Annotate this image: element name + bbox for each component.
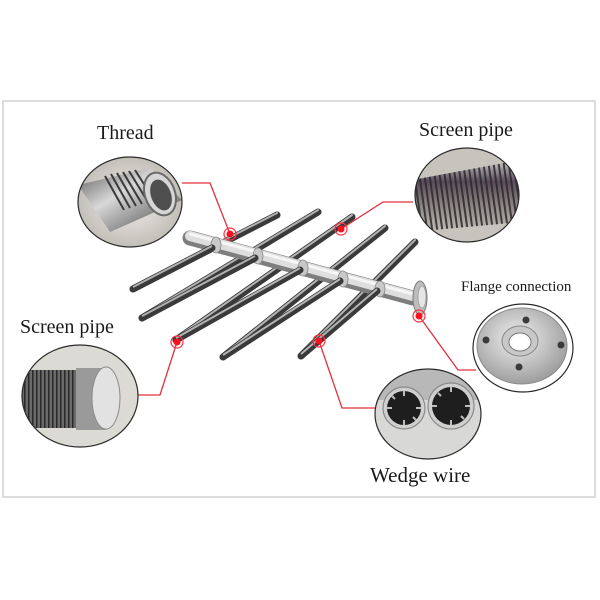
- label-wedge-wire: Wedge wire: [370, 463, 471, 487]
- marker-thread: [223, 227, 237, 241]
- label-screen-pipe-top: Screen pipe: [419, 119, 513, 141]
- detail-wedge-wire: [374, 368, 482, 460]
- leader-line-screen-top: [340, 201, 413, 230]
- marker-screen-left: [170, 335, 184, 349]
- detail-flange-connection: [472, 303, 574, 393]
- label-thread: Thread: [97, 122, 154, 144]
- marker-screen-top: [334, 222, 348, 236]
- leader-line-flange: [418, 315, 476, 371]
- callout-markers: [170, 222, 426, 349]
- leader-line-wedge: [318, 340, 375, 409]
- label-flange-connection: Flange connection: [461, 279, 572, 295]
- detail-thread: [77, 156, 183, 248]
- detail-screen-pipe-left: [21, 344, 139, 448]
- marker-flange: [412, 309, 426, 323]
- detail-screen-pipe-top: [414, 147, 520, 243]
- marker-wedge: [312, 334, 326, 348]
- leader-lines: [137, 182, 476, 409]
- leader-line-screen-left: [137, 341, 178, 396]
- label-screen-pipe-left: Screen pipe: [20, 316, 114, 338]
- leader-line-thread: [182, 182, 231, 235]
